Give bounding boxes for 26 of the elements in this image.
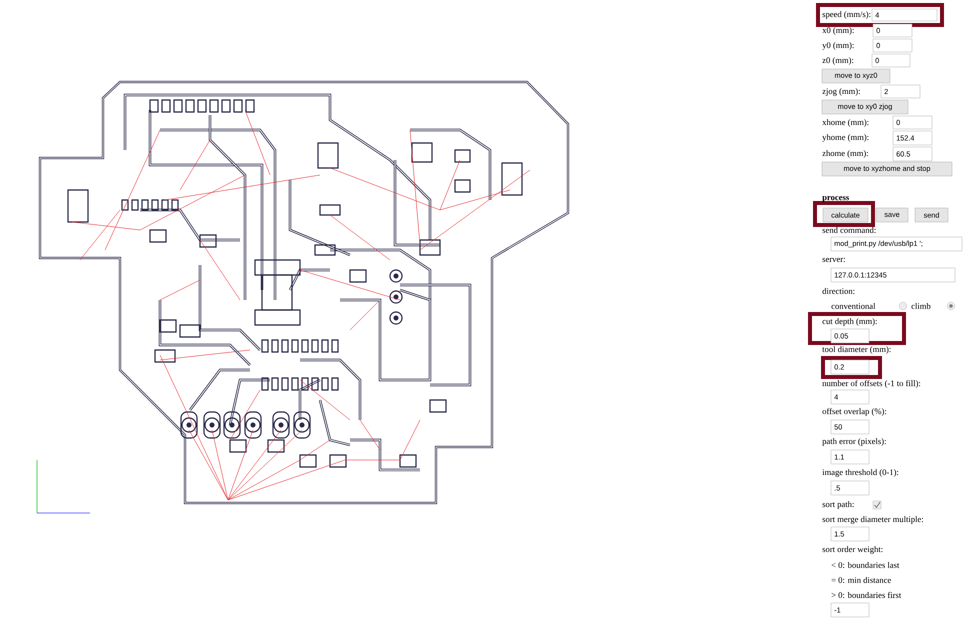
field-label: cut depth (mm): xyxy=(822,318,877,326)
field-label: direction: xyxy=(822,288,854,294)
field-label: sort merge diameter multiple: xyxy=(822,516,923,524)
field-label: conventional xyxy=(832,303,876,309)
field-label: image threshold (0-1): xyxy=(822,469,898,477)
field-label: zhome (mm): xyxy=(822,150,868,158)
section-heading: process xyxy=(822,196,849,202)
field-label: send command: xyxy=(822,226,876,234)
field-label: speed (mm/s): xyxy=(822,11,870,19)
field-label: offset overlap (%): xyxy=(822,408,886,416)
field-label: sort path: xyxy=(822,501,854,509)
field-label: server: xyxy=(822,258,845,262)
field-label: yhome (mm): xyxy=(822,134,868,142)
field-label: number of offsets (-1 to fill): xyxy=(822,380,920,388)
field-label: > 0: boundaries first xyxy=(832,592,902,598)
field-label: path error (pixels): xyxy=(822,438,886,446)
field-label: tool diameter (mm): xyxy=(822,346,891,354)
field-label: climb xyxy=(912,303,930,309)
field-label: y0 (mm): xyxy=(822,42,854,50)
field-label: x0 (mm): xyxy=(822,27,854,35)
field-label: zjog (mm): xyxy=(822,88,860,96)
field-label: sort order weight: xyxy=(822,546,882,554)
field-label: xhome (mm): xyxy=(822,119,868,127)
field-label: < 0: boundaries last xyxy=(832,562,900,568)
field-label: = 0: min distance xyxy=(832,576,891,584)
field-label: z0 (mm): xyxy=(822,57,854,65)
